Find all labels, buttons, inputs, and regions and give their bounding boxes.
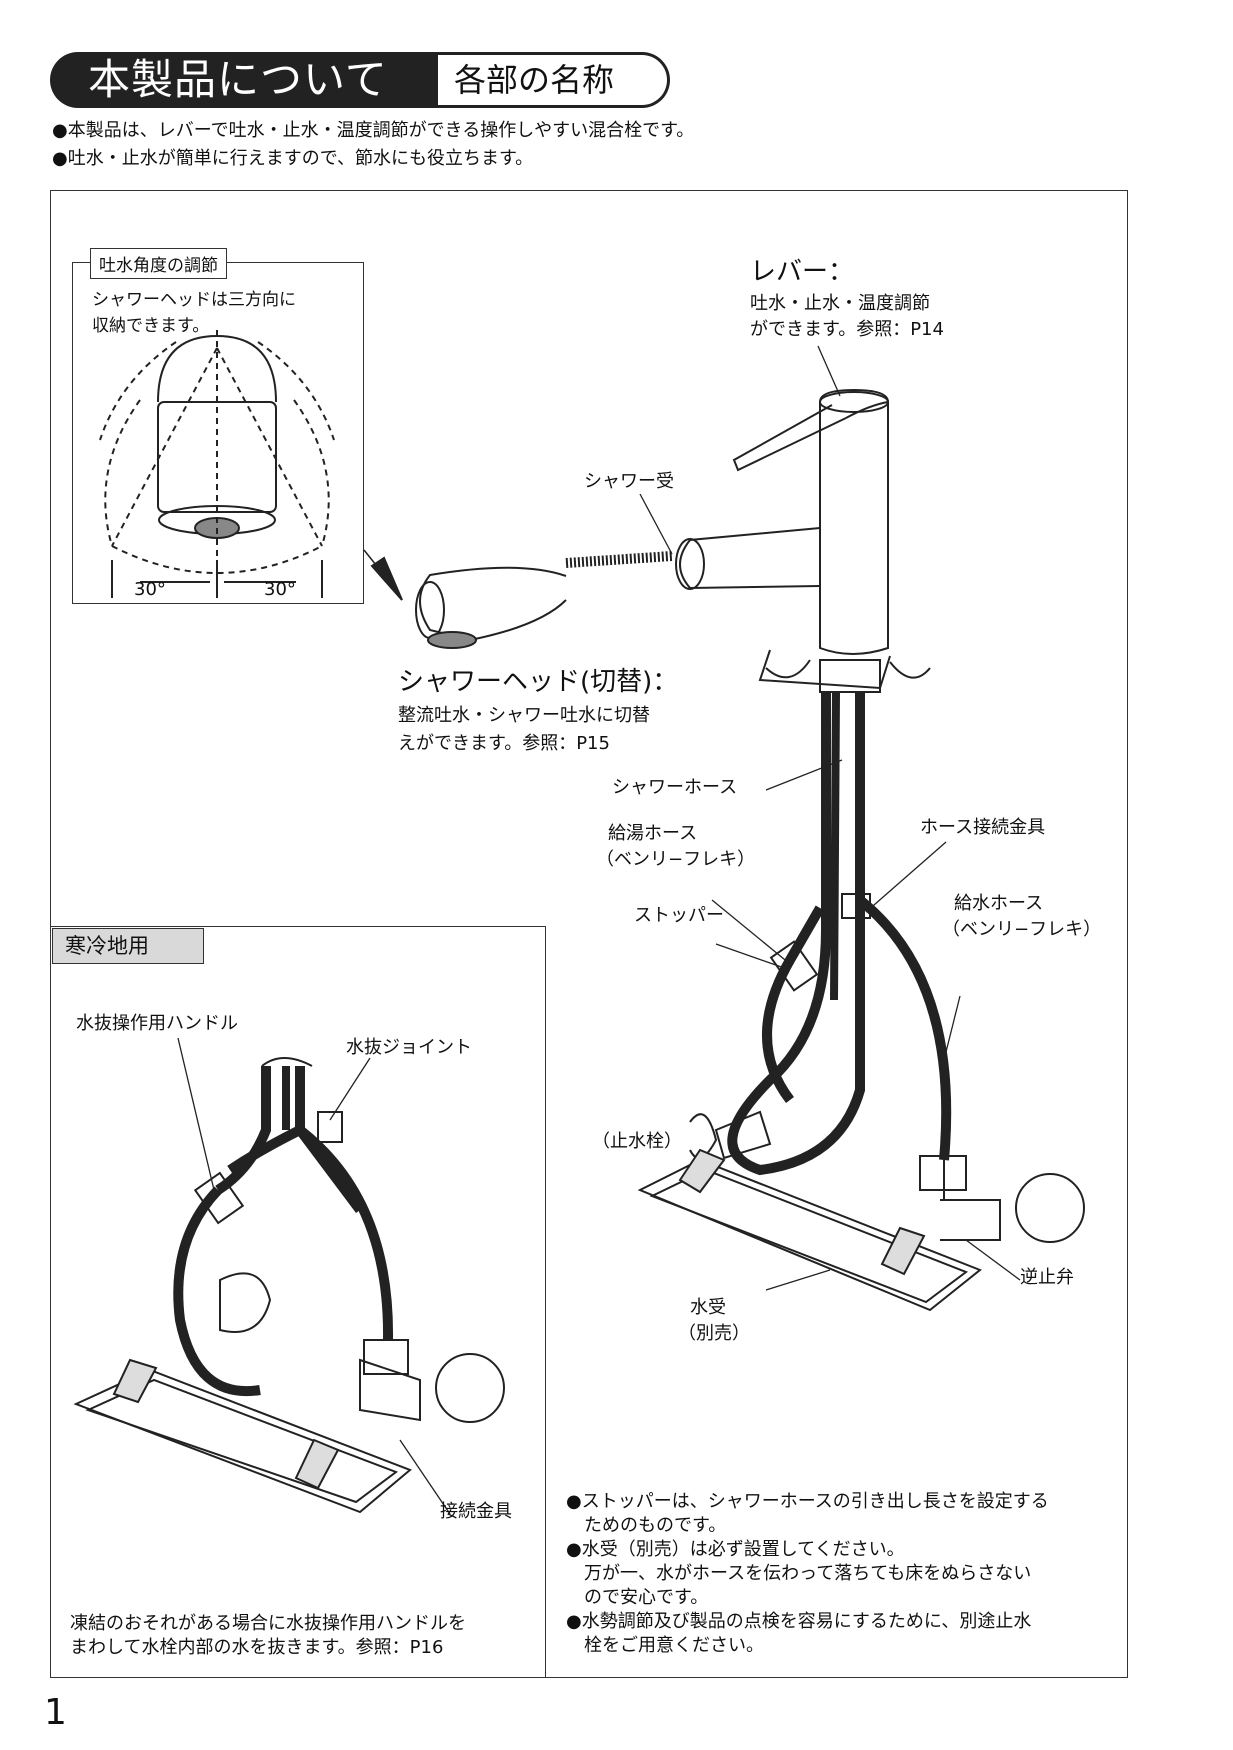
note-line: ●水勢調節及び製品の点検を容易にするために、別途止水 bbox=[566, 1611, 1032, 1632]
note-line: ので安心です。 bbox=[566, 1587, 709, 1608]
main-faucet-drawing bbox=[415, 388, 1085, 1312]
shower-head-title: シャワーヘッド(切替)： bbox=[398, 667, 679, 697]
leader-lines bbox=[177, 345, 1021, 1515]
connector-label: 接続金具 bbox=[440, 1501, 512, 1522]
cold-region-tab: 寒冷地用 bbox=[52, 928, 204, 964]
note-line: ●ストッパーは、シャワーホースの引き出し長さを設定する bbox=[566, 1491, 1049, 1512]
cold-region-box bbox=[50, 926, 546, 1678]
section-subtitle: 各部の名称 bbox=[438, 52, 670, 108]
water-tray-label-1: 水受 bbox=[690, 1297, 726, 1318]
intro-line-2: ●吐水・止水が簡単に行えますので、節水にも役立ちます。 bbox=[52, 148, 534, 169]
note-line: ためのものです。 bbox=[566, 1515, 727, 1536]
section-title: 本製品について bbox=[50, 52, 438, 108]
notes: ●ストッパーは、シャワーホースの引き出し長さを設定する ためのものです。 ●水受… bbox=[566, 1490, 1049, 1658]
stop-valve-label: （止水栓） bbox=[592, 1131, 682, 1152]
drain-handle-label: 水抜操作用ハンドル bbox=[76, 1013, 238, 1034]
cold-hose-label-2: （ベンリ−フレキ） bbox=[942, 919, 1102, 940]
note-line: 栓をご用意ください。 bbox=[566, 1635, 764, 1656]
page-number: 1 bbox=[44, 1692, 67, 1733]
cold-region-faucet-drawing bbox=[73, 1057, 505, 1514]
check-valve-label: 逆止弁 bbox=[1020, 1267, 1074, 1288]
shower-head-desc-1: 整流吐水・シャワー吐水に切替 bbox=[398, 705, 650, 726]
lever-title: レバー： bbox=[750, 257, 855, 287]
hot-hose-label-2: （ベンリ−フレキ） bbox=[596, 849, 756, 870]
spray-angle-tab: 吐水角度の調節 bbox=[90, 248, 227, 279]
spray-angle-description: シャワーヘッドは三方向に 収納できます。 bbox=[92, 290, 296, 336]
hose-fitting-label: ホース接続金具 bbox=[920, 817, 1046, 838]
cold-hose-label-1: 給水ホース bbox=[954, 893, 1044, 914]
shower-head-desc-2: えができます。参照：P15 bbox=[398, 733, 610, 754]
stopper-label: ストッパー bbox=[634, 905, 724, 926]
drain-joint-label: 水抜ジョイント bbox=[346, 1037, 472, 1058]
water-tray-label-2: （別売） bbox=[678, 1323, 750, 1344]
intro-line-1: ●本製品は、レバーで吐水・止水・温度調節ができる操作しやすい混合栓です。 bbox=[52, 120, 695, 141]
angle-right-label: 30° bbox=[264, 579, 296, 600]
shower-receiver-label: シャワー受 bbox=[584, 471, 674, 492]
lever-desc-1: 吐水・止水・温度調節 bbox=[750, 293, 930, 314]
inset-shower-head-drawing bbox=[99, 330, 335, 598]
hot-hose-label-1: 給湯ホース bbox=[608, 823, 698, 844]
lever-desc-2: ができます。参照：P14 bbox=[750, 319, 944, 340]
note-line: ●水受（別売）は必ず設置してください。 bbox=[566, 1539, 905, 1560]
angle-left-label: 30° bbox=[134, 579, 166, 600]
shower-hose-label: シャワーホース bbox=[612, 777, 738, 798]
note-line: 万が一、水がホースを伝わって落ちても床をぬらさない bbox=[566, 1563, 1032, 1584]
cold-region-note: 凍結のおそれがある場合に水抜操作用ハンドルを まわして水栓内部の水を抜きます。参… bbox=[70, 1613, 466, 1658]
